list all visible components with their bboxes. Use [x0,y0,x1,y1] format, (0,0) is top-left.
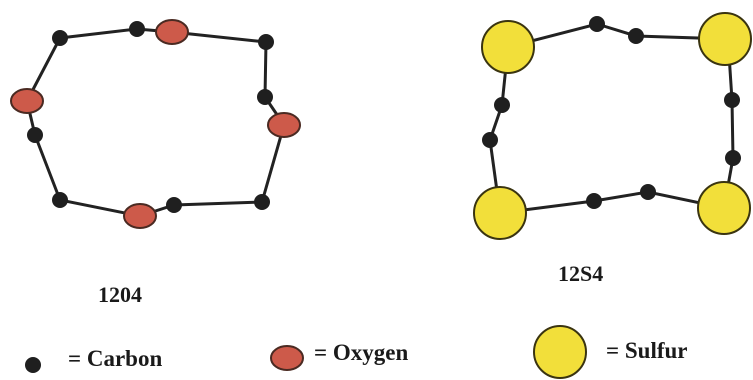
carbon-atom [494,97,510,113]
ring-12s4 [473,12,752,240]
carbon-atom [52,30,68,46]
carbon-atom [129,21,145,37]
carbon-atom [166,197,182,213]
carbon-atom [27,127,43,143]
sulfur-atom [697,181,751,235]
sulfur-atom [481,20,535,74]
carbon-atom [628,28,644,44]
legend-carbon-swatch [25,357,41,373]
oxygen-atom [155,19,189,45]
carbon-atom [725,150,741,166]
carbon-atom [724,92,740,108]
ring-12o4 [10,19,301,229]
carbon-atom [589,16,605,32]
carbon-atom [482,132,498,148]
legend-carbon-label: = Carbon [68,346,163,371]
sulfur-atom [473,186,527,240]
carbon-atom [52,192,68,208]
legend-sulfur-swatch [533,325,587,379]
molecule-label-12o4: 1204 [98,282,142,307]
sulfur-atom [698,12,752,66]
carbon-atom [640,184,656,200]
oxygen-atom [123,203,157,229]
oxygen-atom [267,112,301,138]
carbon-atom [258,34,274,50]
carbon-atom [254,194,270,210]
carbon-atom [586,193,602,209]
legend-oxygen-label: = Oxygen [314,340,409,365]
oxygen-atom [10,88,44,114]
carbon-atom [257,89,273,105]
legend-sulfur-label: = Sulfur [606,338,688,363]
molecule-label-12s4: 12S4 [558,261,604,286]
ring-12o4-bonds [25,27,286,218]
legend-oxygen-swatch [270,345,304,371]
